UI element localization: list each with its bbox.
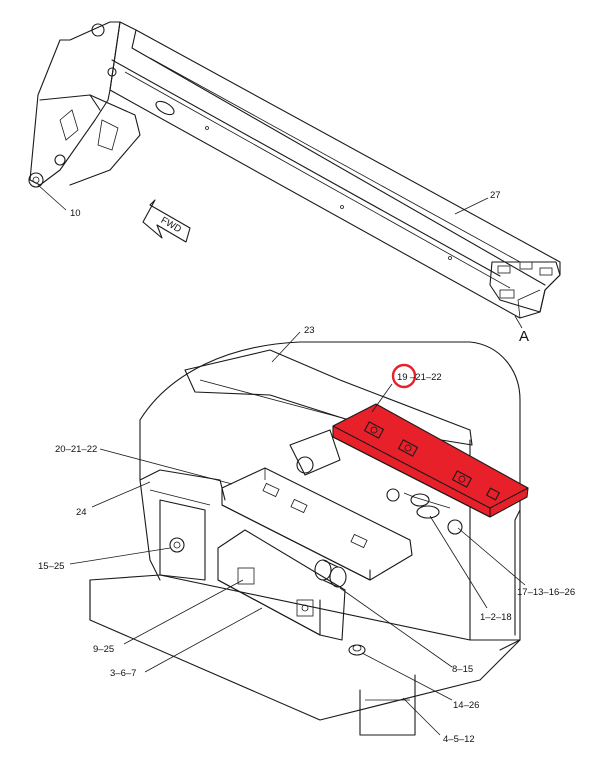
- callout-8-15: 8–15: [339, 587, 473, 675]
- part-label-17-13-16-26: 17–13–16–26: [517, 587, 575, 598]
- view-a-marker: A: [514, 315, 529, 345]
- callout-27: 27: [454, 190, 501, 215]
- part-label-4-5-12: 4–5–12: [443, 734, 475, 745]
- pin-8-15: [314, 559, 347, 588]
- callout-1-2-18: 1–2–18: [429, 515, 512, 623]
- pad-20-21-22: [221, 467, 413, 581]
- bolt-15-25: [169, 537, 185, 553]
- part-label-14-26: 14–26: [453, 700, 479, 711]
- hardware-1-2-18: [386, 488, 463, 535]
- callout-4-5-12: 4–5–12: [402, 697, 475, 745]
- detail-view: [89, 341, 529, 736]
- callout-23: 23: [271, 325, 315, 363]
- part-label-3-6-7: 3–6–7: [110, 668, 136, 679]
- nut-14-26: [348, 644, 366, 656]
- part-label-27: 27: [490, 190, 501, 201]
- callout-20-21-22: 20–21–22: [55, 444, 233, 485]
- part-label-1-2-18: 1–2–18: [480, 612, 512, 623]
- part-label-15-25: 15–25: [38, 561, 64, 572]
- part-label-9-25: 9–25: [93, 644, 114, 655]
- part-label-24: 24: [76, 507, 87, 518]
- part-label-23: 23: [304, 325, 315, 336]
- callout-10: 10: [37, 184, 81, 219]
- part-label-19: 19: [397, 372, 408, 383]
- boom-assembly: [28, 21, 561, 319]
- callout-9-25: 9–25: [93, 579, 244, 655]
- part-label-21-22: –21–22: [410, 372, 442, 383]
- highlighted-pad-19: [332, 403, 529, 518]
- fwd-label: FWD: [159, 215, 183, 235]
- callout-3-6-7: 3–6–7: [110, 607, 263, 679]
- callout-15-25: 15–25: [38, 547, 171, 572]
- view-a-label: A: [519, 328, 529, 345]
- callout-24: 24: [76, 481, 151, 518]
- fwd-arrow-icon: FWD: [142, 199, 191, 243]
- callout-19-21-22: 19 –21–22: [371, 363, 442, 413]
- pad-3-6-7: [217, 529, 346, 641]
- callout-17-13-16-26: 17–13–16–26: [457, 527, 575, 598]
- part-label-10: 10: [70, 208, 81, 219]
- callout-14-26: 14–26: [361, 652, 479, 711]
- part-label-20-21-22: 20–21–22: [55, 444, 97, 455]
- part-label-8-15: 8–15: [452, 664, 473, 675]
